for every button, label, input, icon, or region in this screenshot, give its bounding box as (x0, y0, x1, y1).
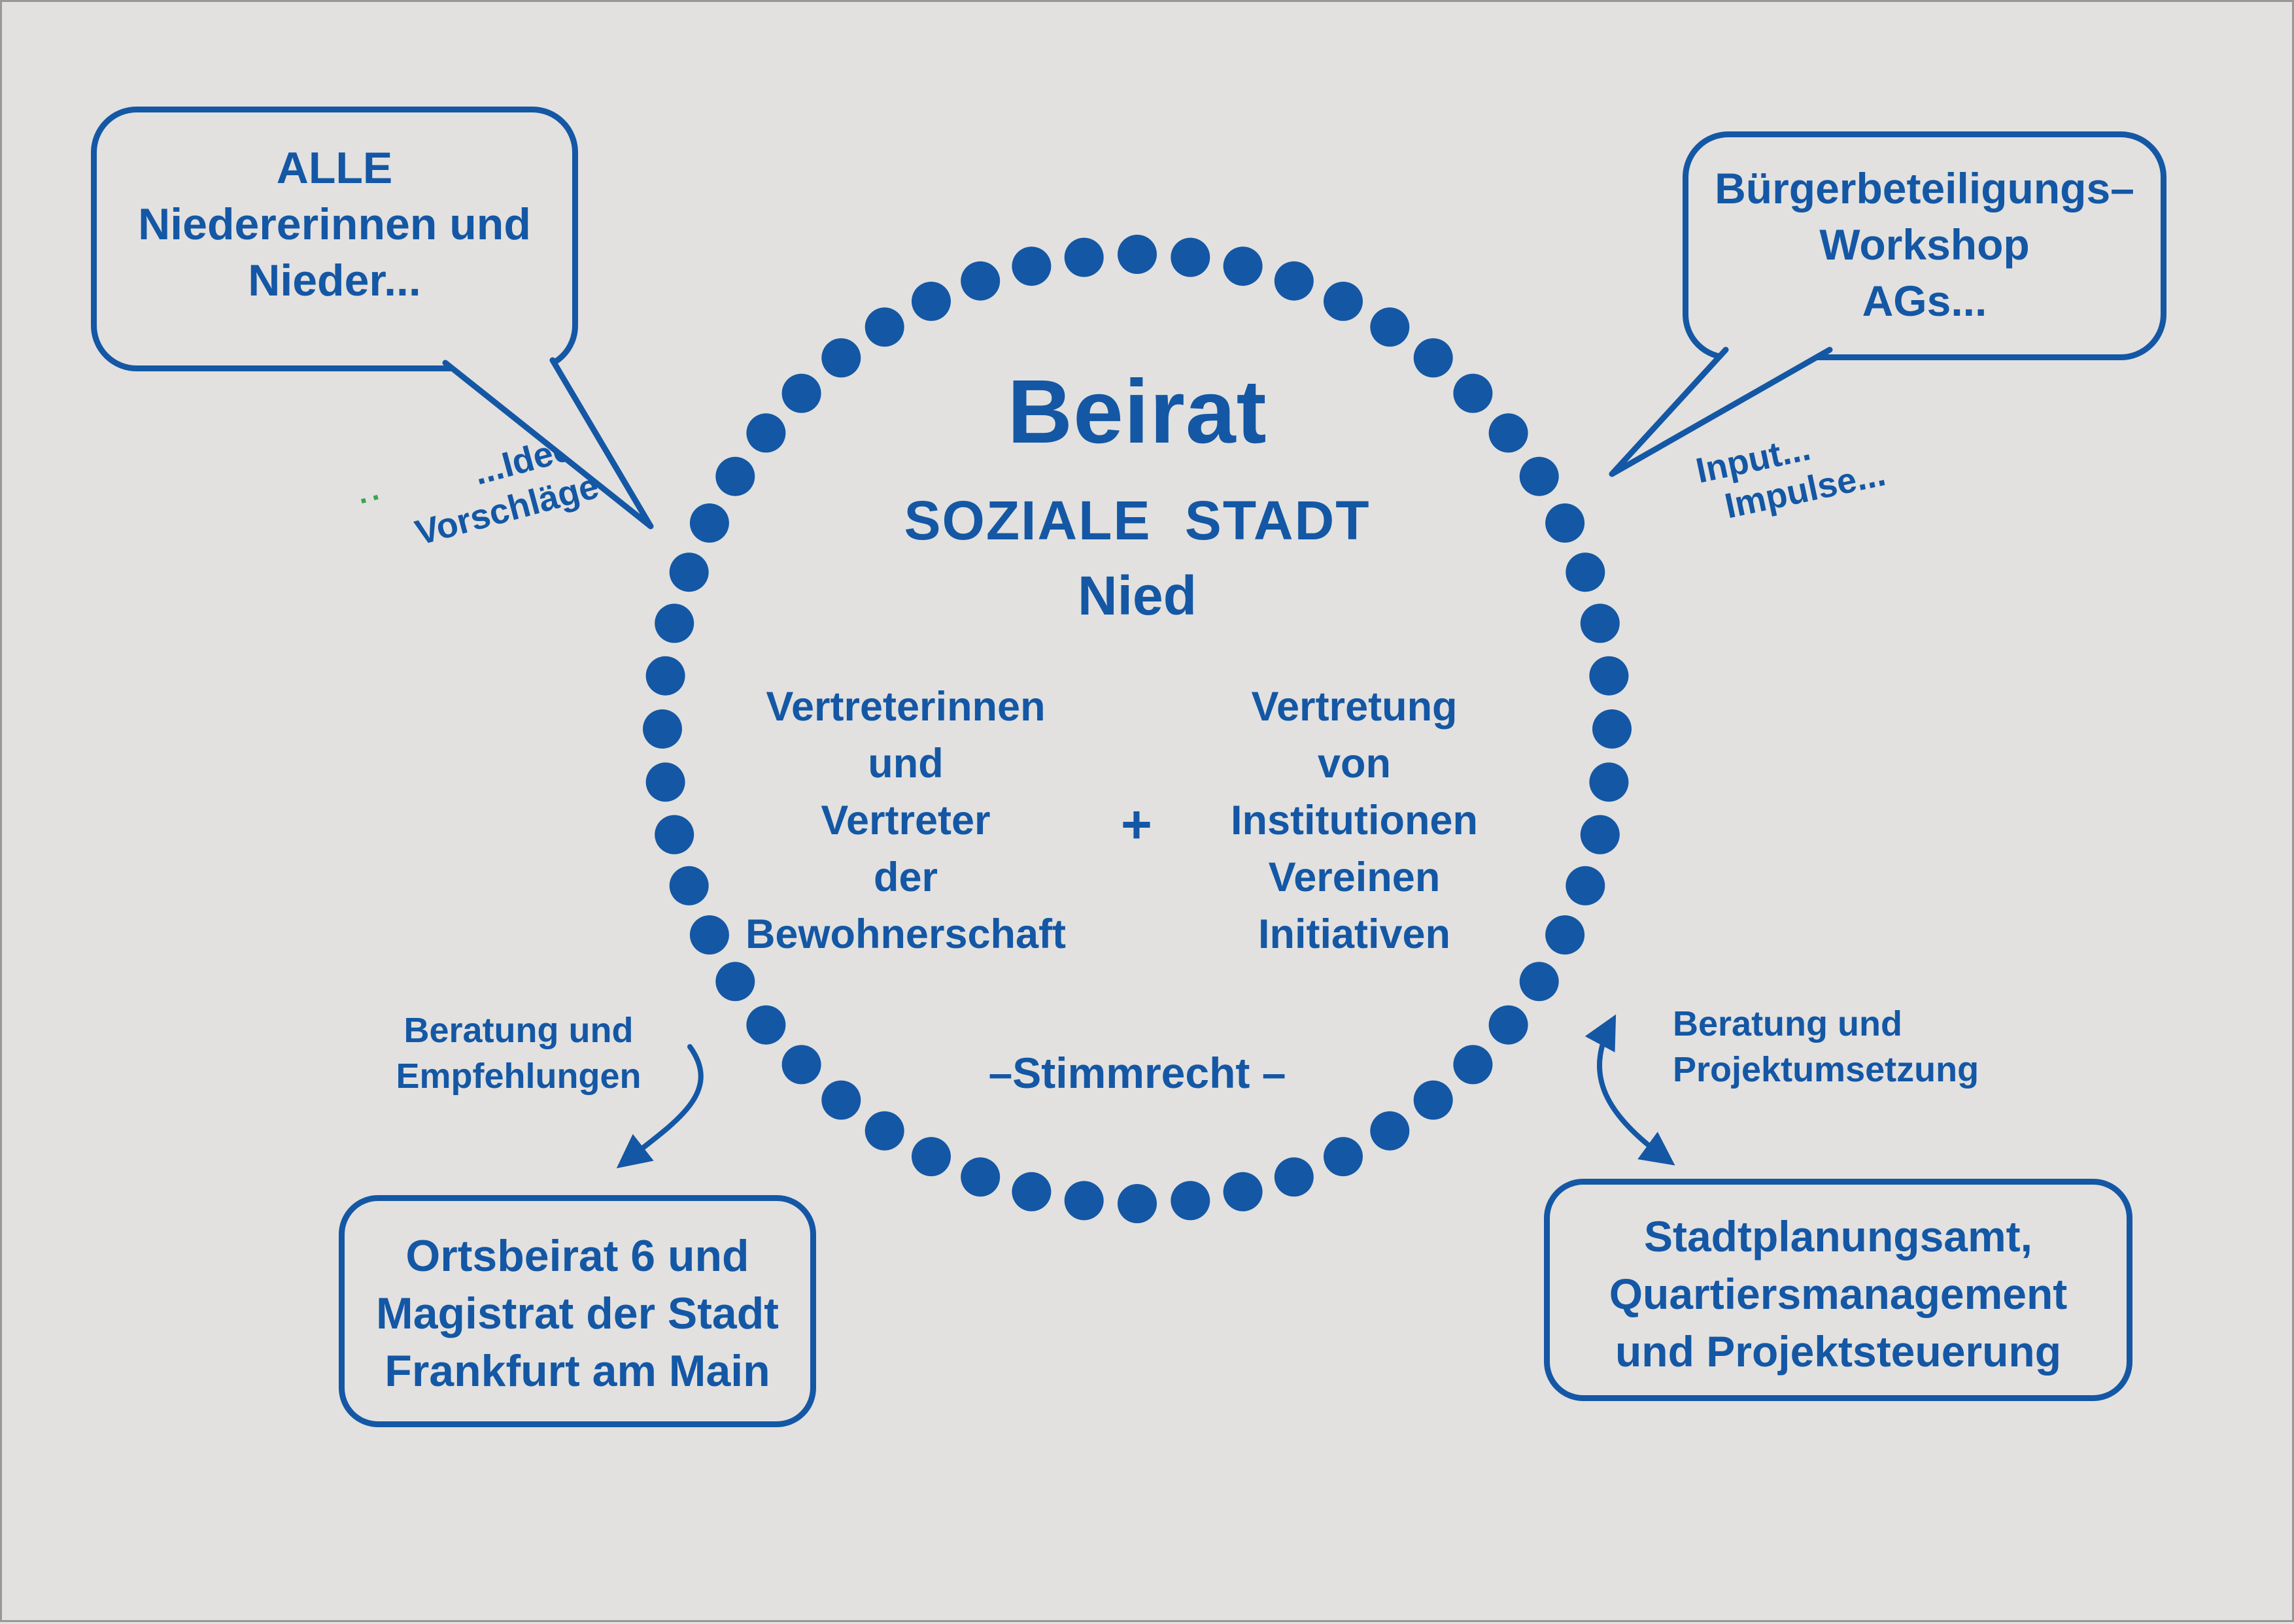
circle-dot (1274, 261, 1314, 301)
caption-beratung-empfehlungen: Beratung und Empfehlungen (368, 1007, 669, 1099)
box-line: Ortsbeirat 6 und (405, 1231, 749, 1281)
group-left-line: und (868, 741, 944, 787)
small-green-dots: ·· (354, 478, 388, 518)
circle-dot (1118, 1184, 1157, 1223)
circle-dot (1118, 235, 1157, 274)
circle-dot (1012, 246, 1052, 286)
circle-dot (1370, 1111, 1410, 1151)
diagram-subtitle-nied: Nied (1077, 565, 1197, 626)
circle-dot (1566, 866, 1605, 905)
circle-dot (655, 603, 694, 643)
circle-dot (1171, 237, 1210, 277)
circle-dot (1223, 1172, 1263, 1211)
box-stadtplanungsamt: Stadtplanungsamt, Quartiersmanagement un… (1544, 1179, 2132, 1401)
circle-dot (1488, 413, 1528, 453)
circle-dot (781, 1045, 821, 1085)
annotation-ideen-vorschlaege: ...Ideen Vorschläge (400, 421, 609, 554)
circle-dot (746, 413, 786, 453)
diagram-title: Beirat (1007, 362, 1267, 462)
group-right-line: von (1317, 741, 1391, 787)
circle-dot (1324, 1137, 1363, 1177)
box-ortsbeirat: Ortsbeirat 6 und Magistrat der Stadt Fra… (339, 1195, 816, 1427)
circle-dot (1519, 456, 1559, 496)
circle-dot (912, 281, 951, 321)
circle-dot (1064, 237, 1104, 277)
circle-dot (669, 552, 709, 592)
circle-dot (715, 962, 755, 1002)
speech-bubble-buergerbeteiligung: Bürgerbeteiligungs– Workshop AGs... (1683, 131, 2166, 360)
circle-dot (1324, 281, 1363, 321)
circle-dot (689, 503, 729, 543)
plus-sign: + (1121, 795, 1152, 854)
circle-dot (1274, 1157, 1314, 1197)
circle-dot (643, 709, 682, 749)
caption-beratung-projektumsetzung: Beratung und Projektumsetzung (1673, 1001, 2039, 1092)
caption-line: Beratung und (403, 1011, 634, 1050)
circle-dot (1413, 1080, 1453, 1120)
caption-line: Projektumsetzung (1673, 1050, 1979, 1089)
box-line: Frankfurt am Main (385, 1346, 770, 1396)
circle-dot (715, 456, 755, 496)
group-right-line: Vereinen (1268, 854, 1441, 900)
bubble-line: ALLE (276, 143, 393, 193)
circle-dot (865, 307, 904, 347)
diagram-subtitle: SOZIALE STADT (904, 490, 1371, 551)
group-left-line: Vertreter (821, 798, 991, 843)
group-right-line: Vertretung (1251, 684, 1458, 730)
group-institutionen: Vertretung von Institutionen Vereinen In… (1152, 679, 1557, 963)
box-line: Magistrat der Stadt (376, 1289, 779, 1338)
arrow-beratung-projektumsetzung (1584, 1014, 1675, 1166)
annotation-input-impulse: Input... Impulse... (1692, 414, 1889, 532)
group-right-line: Initiativen (1258, 911, 1451, 957)
circle-dot (1566, 552, 1605, 592)
speech-bubble-alle-niederer: ALLE Niedererinnen und Nieder... (91, 107, 578, 371)
caption-line: Empfehlungen (396, 1057, 642, 1096)
circle-dot (1064, 1181, 1104, 1221)
circle-dot (961, 261, 1001, 301)
group-left-line: Vertreterinnen (766, 684, 1046, 730)
circle-dot (746, 1005, 786, 1045)
group-left-line: der (873, 854, 938, 900)
circle-dot (912, 1137, 951, 1177)
circle-dot (1580, 603, 1620, 643)
circle-dot (1453, 1045, 1493, 1085)
circle-dot (645, 656, 685, 696)
stimmrecht-label: –Stimmrecht – (988, 1049, 1286, 1097)
bubble-line: Niedererinnen und (138, 199, 531, 249)
circle-dot (865, 1111, 904, 1151)
circle-dot (1012, 1172, 1052, 1211)
bubble-line: AGs... (1862, 277, 1987, 325)
circle-dot (821, 1080, 861, 1120)
bubble-line: Nieder... (248, 256, 421, 305)
circle-dot (655, 815, 694, 854)
box-line: Quartiersmanagement (1609, 1270, 2068, 1318)
circle-dot (1519, 962, 1559, 1002)
box-line: Stadtplanungsamt, (1643, 1212, 2033, 1260)
circle-dot (1488, 1005, 1528, 1045)
bubble-line: Bürgerbeteiligungs– (1715, 164, 2134, 212)
group-bewohnerschaft: Vertreterinnen und Vertreter der Bewohne… (703, 679, 1108, 963)
circle-dot (1592, 709, 1632, 749)
circle-dot (1545, 503, 1585, 543)
circle-dot (1223, 246, 1263, 286)
group-right-line: Institutionen (1231, 798, 1478, 843)
circle-dot (1171, 1181, 1210, 1221)
circle-dot (1370, 307, 1410, 347)
caption-line: Beratung und (1673, 1004, 1902, 1043)
circle-dot (645, 762, 685, 802)
bubble-line: Workshop (1819, 220, 2030, 269)
circle-dot (1589, 762, 1629, 802)
circle-dot (1589, 656, 1629, 696)
circle-dot (961, 1157, 1001, 1197)
circle-dot (1580, 815, 1620, 854)
box-line: und Projektsteuerung (1615, 1327, 2062, 1376)
group-left-line: Bewohnerschaft (745, 911, 1067, 957)
